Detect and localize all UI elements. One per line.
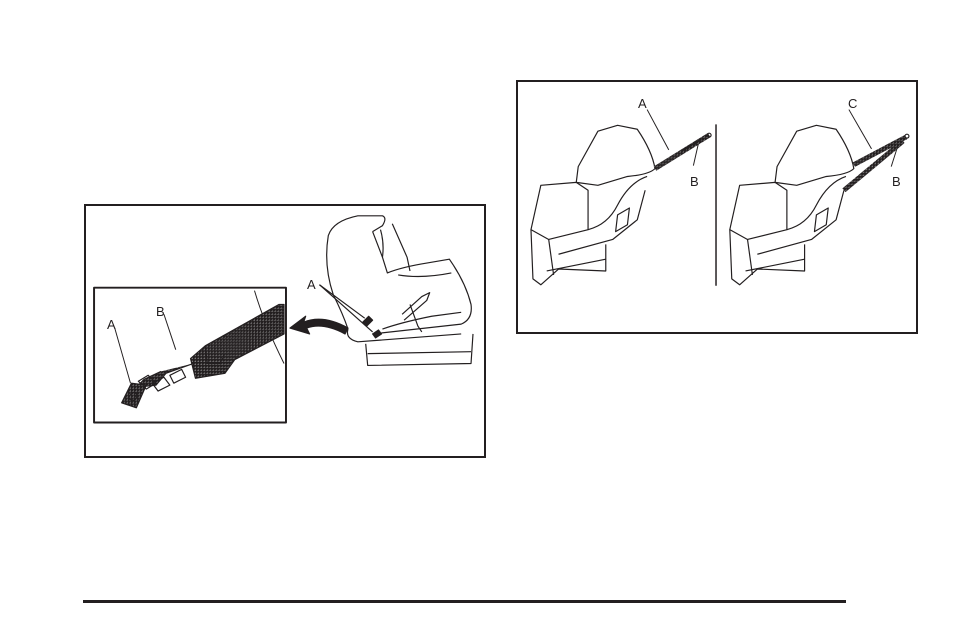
- lower-anchor-illustration: A A B: [84, 204, 486, 458]
- label-dual-tether: C: [848, 96, 858, 111]
- inset-detail-drawing: [121, 290, 285, 409]
- leader-line: [114, 327, 131, 384]
- label-seat-anchor: A: [307, 277, 316, 292]
- vehicle-seat-drawing: [326, 215, 474, 367]
- curved-arrow-icon: [289, 315, 349, 335]
- label-single-tether: A: [638, 96, 647, 111]
- leader-line: [848, 109, 872, 150]
- leader-line: [319, 284, 373, 333]
- child-seat-dual-tether: [729, 124, 910, 286]
- inset-frame: [93, 286, 287, 424]
- leader-line: [692, 143, 699, 166]
- child-seat-single-tether: [530, 124, 712, 286]
- leader-line: [163, 314, 177, 350]
- leader-line: [319, 284, 366, 319]
- top-tether-illustration: A B C B: [516, 80, 918, 334]
- label-inset-attachment: B: [156, 304, 165, 319]
- footer-rule: [83, 600, 846, 603]
- label-dual-anchor: B: [892, 174, 901, 189]
- child-seats-tether-drawing: [530, 109, 910, 286]
- leader-line: [646, 109, 670, 151]
- leader-line: [890, 144, 899, 167]
- label-single-anchor: B: [690, 174, 699, 189]
- seat-lower-anchor-drawing: [93, 215, 474, 424]
- label-inset-anchor: A: [107, 317, 116, 332]
